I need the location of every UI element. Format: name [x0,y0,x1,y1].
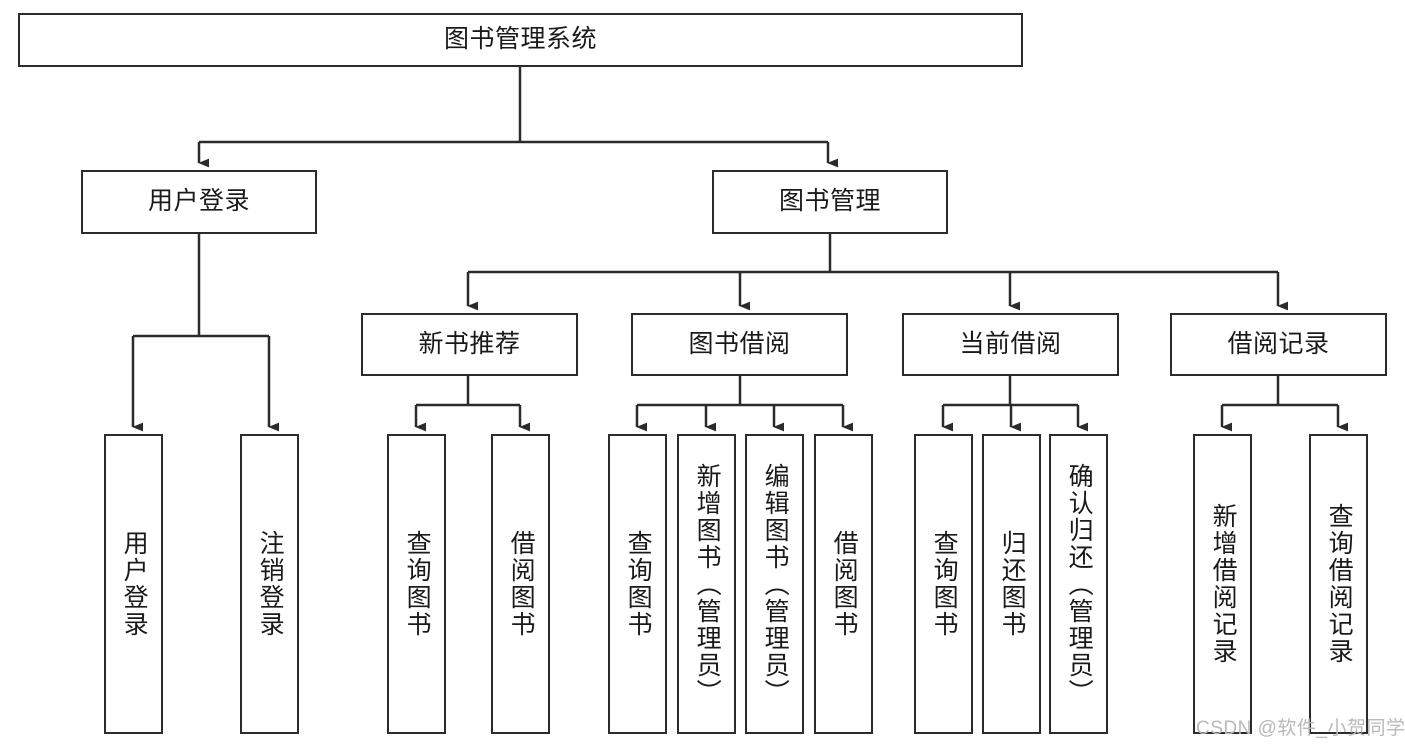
node-label: 借阅图书 [830,530,859,638]
node-label: 查询借阅记录 [1325,503,1354,665]
node-label: 图书管理 [778,187,881,216]
node-label: 查询图书 [930,530,959,638]
node-label: 查询图书 [624,530,653,638]
leaf-borrow-record-query[interactable]: 查询借阅记录 [1309,434,1368,734]
node-book-borrowing[interactable]: 图书借阅 [631,313,848,376]
node-root-book-management-system[interactable]: 图书管理系统 [18,13,1023,67]
node-label: 用户登录 [120,530,149,638]
node-label: 确认归还（管理员） [1065,462,1094,706]
leaf-book-borrow-query[interactable]: 查询图书 [608,434,667,734]
node-label: 图书借阅 [688,329,791,358]
node-label: 归还图书 [998,530,1027,638]
leaf-new-book-borrow[interactable]: 借阅图书 [491,434,550,734]
node-label: 新增图书（管理员） [693,462,722,706]
node-label: 借阅记录 [1227,329,1330,358]
leaf-user-login-signin[interactable]: 用户登录 [104,434,163,734]
node-label: 编辑图书（管理员） [761,462,790,706]
leaf-new-book-query[interactable]: 查询图书 [387,434,446,734]
node-label: 新书推荐 [418,329,521,358]
leaf-book-borrow-add[interactable]: 新增图书（管理员） [677,434,736,734]
node-borrowing-record[interactable]: 借阅记录 [1170,313,1387,376]
node-label: 新增借阅记录 [1209,503,1238,665]
watermark: CSDN @软件_小贺同学 [1196,718,1405,739]
node-label: 当前借阅 [959,329,1062,358]
leaf-current-borrow-confirm-return[interactable]: 确认归还（管理员） [1049,434,1108,734]
node-user-login[interactable]: 用户登录 [81,170,317,234]
node-label: 图书管理系统 [443,25,597,54]
node-label: 查询图书 [403,530,432,638]
leaf-current-borrow-query[interactable]: 查询图书 [914,434,973,734]
leaf-user-login-signout[interactable]: 注销登录 [240,434,299,734]
connectors [131,66,1349,432]
node-book-management[interactable]: 图书管理 [712,170,948,234]
node-new-book-recommendation[interactable]: 新书推荐 [361,313,578,376]
node-label: 用户登录 [147,187,250,216]
node-label: 注销登录 [256,530,285,638]
leaf-borrow-record-add[interactable]: 新增借阅记录 [1193,434,1252,734]
leaf-book-borrow-edit[interactable]: 编辑图书（管理员） [745,434,804,734]
leaf-current-borrow-return[interactable]: 归还图书 [982,434,1041,734]
node-label: 借阅图书 [507,530,536,638]
leaf-book-borrow-borrow[interactable]: 借阅图书 [814,434,873,734]
node-current-borrowing[interactable]: 当前借阅 [902,313,1119,376]
